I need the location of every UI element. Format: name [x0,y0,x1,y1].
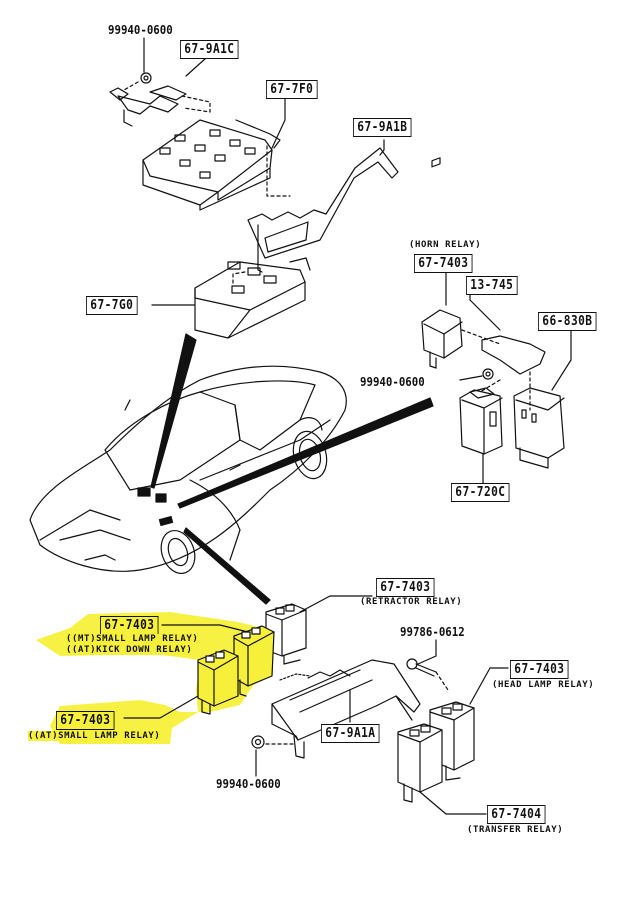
part-number-unit-66-830b[interactable]: 66-830B [538,312,597,331]
part-number-nut-top: 99940-0600 [108,22,173,37]
note-at-kick-down-relay: ((AT)KICK DOWN RELAY) [66,645,193,655]
part-number-at-small-lamp-relay[interactable]: 67-7403 [56,711,115,730]
nut-bottom-drawing [251,735,295,777]
part-number-nut-mid: 99940-0600 [360,374,425,389]
note-horn-relay: (HORN RELAY) [409,240,482,250]
bolt-drawing [406,639,449,691]
part-number-nut-bottom: 99940-0600 [216,776,281,791]
part-number-bracket-9a1a[interactable]: 67-9A1A [321,724,380,743]
car-drawing [29,365,347,574]
bracket-9a1b-drawing [247,139,399,273]
part-number-flasher-unit[interactable]: 67-720C [451,483,510,502]
part-number-head-lamp-relay[interactable]: 67-7403 [510,660,569,679]
fuse-block-drawing [142,97,291,211]
horn-relay-group-drawing [421,157,572,485]
note-mt-small-lamp-relay: ((MT)SMALL LAMP RELAY) [66,634,199,644]
part-number-mt-small-lamp-relay[interactable]: 67-7403 [100,616,159,635]
junction-box-drawing [151,257,311,339]
front-relay-group-drawing [123,595,421,759]
part-number-horn-relay[interactable]: 67-7403 [414,254,473,273]
part-number-junction-box[interactable]: 67-7G0 [86,296,138,315]
note-retractor-relay: (RETRACTOR RELAY) [360,597,463,607]
part-number-bracket-13-745[interactable]: 13-745 [466,276,518,295]
rear-relay-group-drawing [397,667,509,815]
note-at-small-lamp-relay: ((AT)SMALL LAMP RELAY) [28,731,161,741]
part-number-bracket-9a1b[interactable]: 67-9A1B [353,118,412,137]
pointer-wedges [150,333,434,605]
part-number-transfer-relay[interactable]: 67-7404 [487,805,546,824]
part-number-retractor-relay[interactable]: 67-7403 [376,578,435,597]
note-head-lamp-relay: (HEAD LAMP RELAY) [492,680,595,690]
note-transfer-relay: (TRANSFER RELAY) [467,825,564,835]
part-number-bolt: 99786-0612 [400,624,465,639]
part-number-bracket-9a1c[interactable]: 67-9A1C [180,40,239,59]
part-number-fuse-block[interactable]: 67-7F0 [266,80,318,99]
